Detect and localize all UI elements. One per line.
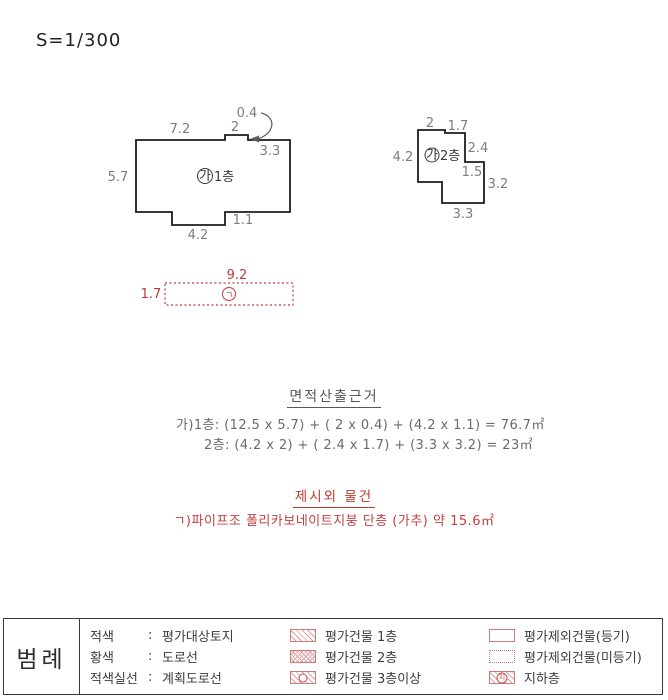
legend-row-building-3f-plus: 평가건물 3층이상 (290, 667, 421, 688)
plan2-dim-step: 1.5 (462, 165, 483, 180)
plan1-dim-notch-depth: 1.1 (233, 213, 254, 228)
plan1-dim-top-left: 7.2 (170, 122, 191, 137)
legend-colon: : (148, 649, 153, 664)
floor-plan-2-outline (417, 129, 485, 204)
circle-mark-icon (298, 673, 308, 682)
plan1-dim-bump-width: 2 (231, 120, 239, 135)
plan2-floor-label: 2층 (440, 149, 460, 164)
legend-label: 평가건물 3층이상 (325, 672, 422, 687)
hatch-2f-swatch-icon (290, 650, 316, 663)
area-calc-title: 면적산출근거 (287, 389, 381, 408)
legend-key: 적색실선 (90, 672, 138, 687)
legend-value: 계획도로선 (162, 672, 222, 687)
plan2-marker: 가 (426, 148, 438, 163)
legend-row-red-solid-line: 적색실선 : 계획도로선 (90, 667, 234, 688)
plan2-dim-right-lower: 3.2 (488, 177, 509, 192)
extra-items-line: ㄱ)파이프조 폴리카보네이트지붕 단층 (가추) 약 15.6㎡ (173, 514, 495, 529)
legend-label: 평가제외건물(미등기) (524, 651, 642, 666)
floor-plan-1-outline (135, 134, 291, 226)
plan2-dim-bottom: 3.3 (453, 207, 474, 222)
plan1-dim-bump-height: 0.4 (237, 106, 258, 121)
annex-marker: ㄱ (225, 291, 233, 301)
plan1-dim-notch-width: 4.2 (188, 228, 209, 243)
legend-label: 평가제외건물(등기) (524, 630, 630, 645)
area-calc-line-1: 가)1층: (12.5 x 5.7) + ( 2 x 0.4) + (4.2 x… (176, 418, 545, 433)
plan2-dim-top-right: 1.7 (448, 119, 469, 134)
area-calc-title-wrap: 면적산출근거 (0, 386, 668, 408)
plan1-marker: 가 (199, 169, 211, 184)
annex-outline (164, 282, 294, 306)
basement-marker: 지 (496, 672, 508, 683)
scale-label: S=1/300 (36, 30, 122, 51)
annex-dim-height: 1.7 (141, 287, 162, 302)
solid-outline-swatch-icon (489, 629, 515, 642)
legend-colon: : (148, 628, 153, 643)
dotted-outline-swatch-icon (489, 650, 515, 663)
plan2-dim-top-left: 2 (426, 116, 434, 131)
legend-line-colors-column: 적색 : 평가대상토지 황색 : 도로선 적색실선 : 계획도로선 (90, 625, 234, 688)
annex-marker-circle (222, 287, 236, 301)
legend-key: 황색 (90, 651, 114, 666)
hatch-1f-swatch-icon (290, 629, 316, 642)
legend-building-column: 평가건물 1층 평가건물 2층 평가건물 3층이상 (290, 625, 421, 688)
plan1-dim-top-right: 3.3 (260, 144, 281, 159)
plan1-floor-label: 1층 (214, 170, 234, 185)
legend-key: 적색 (90, 630, 114, 645)
legend-value: 도로선 (162, 651, 198, 666)
plan2-dim-right-upper: 2.4 (468, 141, 489, 156)
hatch-3f-swatch-icon (290, 671, 316, 684)
legend-title: 범례 (16, 646, 67, 673)
plan2-marker-circle (424, 147, 440, 163)
legend-title-cell: 범례 (4, 619, 80, 694)
legend-label: 평가건물 2층 (325, 651, 398, 666)
basement-swatch-icon: 지 (489, 671, 515, 684)
legend-excluded-column: 평가제외건물(등기) 평가제외건물(미등기) 지 지하층 (489, 625, 642, 688)
plan1-marker-circle (197, 168, 213, 184)
legend-row-red-line: 적색 : 평가대상토지 (90, 625, 234, 646)
legend-row-building-1f: 평가건물 1층 (290, 625, 421, 646)
legend-table: 범례 적색 : 평가대상토지 황색 : 도로선 적색실선 : 계획도로선 (3, 618, 663, 695)
legend-row-excluded-unregistered: 평가제외건물(미등기) (489, 646, 642, 667)
legend-row-building-2f: 평가건물 2층 (290, 646, 421, 667)
dim-arrow-curve (257, 112, 273, 140)
legend-label: 평가건물 1층 (325, 630, 398, 645)
dim-arrow-head-icon (250, 135, 259, 143)
legend-colon: : (148, 670, 153, 685)
legend-row-yellow-line: 황색 : 도로선 (90, 646, 234, 667)
extra-items-title-wrap: 제시외 물건 (0, 485, 668, 508)
plan2-dim-left: 4.2 (393, 150, 414, 165)
floor-plan-canvas: 7.2 2 0.4 3.3 5.7 1.1 4.2 가 1층 2 1.7 4.2… (108, 106, 509, 306)
extra-items-title: 제시외 물건 (292, 489, 376, 508)
legend-row-basement: 지 지하층 (489, 667, 642, 688)
legend-label: 지하층 (524, 672, 560, 687)
legend-row-excluded-registered: 평가제외건물(등기) (489, 625, 642, 646)
annex-dim-width: 9.2 (227, 268, 248, 283)
legend-value: 평가대상토지 (162, 630, 234, 645)
area-calc-line-2: 2층: (4.2 x 2) + ( 2.4 x 1.7) + (3.3 x 3.… (204, 438, 534, 453)
plan1-dim-left: 5.7 (108, 170, 129, 185)
